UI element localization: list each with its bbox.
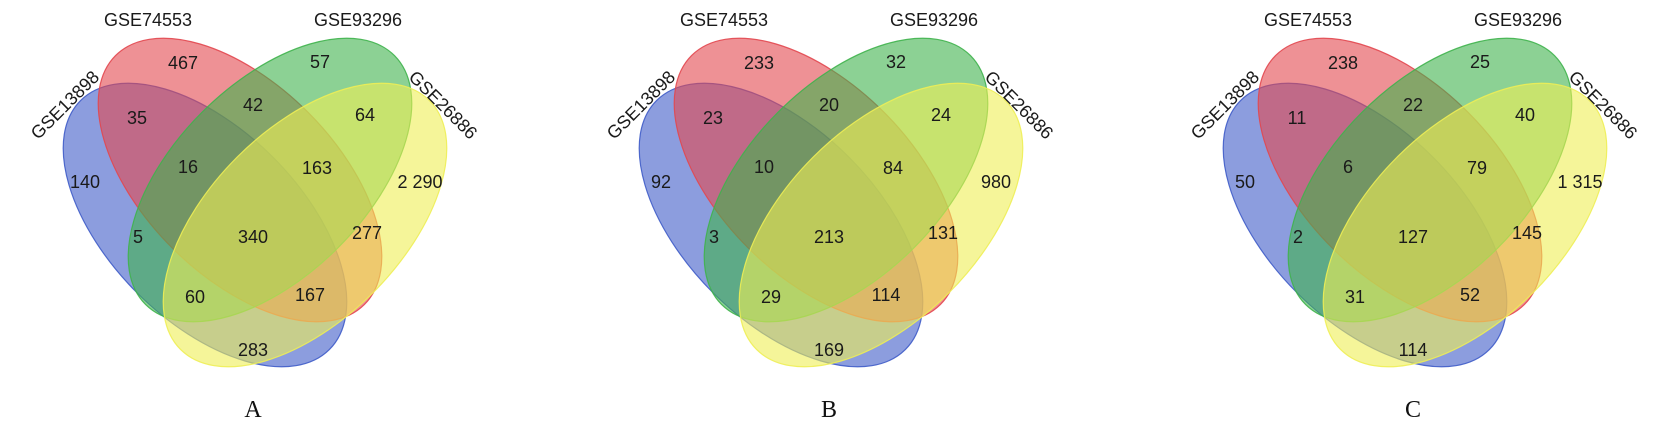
panel-letter: C	[1405, 397, 1421, 423]
region-count-gse13898-gse93296-gse26886: 29	[761, 287, 781, 307]
region-count-gse13898-gse74553: 23	[703, 108, 723, 128]
region-count-gse93296-gse26886: 64	[355, 105, 375, 125]
set-label-gse74553: GSE74553	[680, 10, 768, 30]
region-count-only-gse74553: 238	[1328, 53, 1358, 73]
region-count-gse74553-gse93296: 20	[819, 95, 839, 115]
region-count-only-gse13898: 140	[70, 172, 100, 192]
region-count-gse93296-gse26886: 24	[931, 105, 951, 125]
region-count-gse13898-gse26886: 283	[238, 340, 268, 360]
region-count-only-gse26886: 2 290	[397, 172, 442, 192]
region-count-gse13898-gse26886: 169	[814, 340, 844, 360]
region-count-gse13898-gse93296-gse26886: 31	[1345, 287, 1365, 307]
region-count-all-four: 340	[238, 227, 268, 247]
set-ellipse-gse26886	[1322, 82, 1608, 368]
region-count-gse13898-gse74553-gse26886: 167	[295, 285, 325, 305]
region-count-only-gse93296: 57	[310, 52, 330, 72]
region-count-gse13898-gse74553-gse93296: 16	[178, 157, 198, 177]
region-count-gse13898-gse74553: 35	[127, 108, 147, 128]
region-count-gse74553-gse93296: 42	[243, 95, 263, 115]
region-count-only-gse13898: 92	[651, 172, 671, 192]
region-count-gse13898-gse26886: 114	[1399, 340, 1428, 360]
set-label-gse74553: GSE74553	[1264, 10, 1352, 30]
set-label-gse93296: GSE93296	[890, 10, 978, 30]
region-count-all-four: 127	[1398, 227, 1428, 247]
set-label-gse74553: GSE74553	[104, 10, 192, 30]
region-count-gse93296-gse26886: 40	[1515, 105, 1535, 125]
set-ellipse-gse26886	[162, 82, 448, 368]
region-count-only-gse13898: 50	[1235, 172, 1255, 192]
region-count-gse13898-gse74553-gse93296: 6	[1343, 157, 1353, 177]
panel-letter: A	[244, 397, 262, 423]
region-count-gse13898-gse93296: 5	[133, 227, 143, 247]
region-count-gse74553-gse93296: 22	[1403, 95, 1423, 115]
set-label-gse93296: GSE93296	[314, 10, 402, 30]
region-count-gse13898-gse74553-gse26886: 114	[872, 285, 901, 305]
region-count-gse74553-gse26886: 145	[1512, 223, 1542, 243]
region-count-all-four: 213	[814, 227, 844, 247]
region-count-only-gse26886: 1 315	[1557, 172, 1602, 192]
set-ellipse-gse26886	[738, 82, 1024, 368]
region-count-gse74553-gse26886: 277	[352, 223, 382, 243]
region-count-gse13898-gse74553-gse26886: 52	[1460, 285, 1480, 305]
panel-letter: B	[821, 397, 837, 423]
region-count-only-gse26886: 980	[981, 172, 1011, 192]
region-count-gse74553-gse93296-gse26886: 84	[883, 158, 903, 178]
region-count-gse13898-gse74553-gse93296: 10	[754, 157, 774, 177]
region-count-gse13898-gse93296-gse26886: 60	[185, 287, 205, 307]
region-count-only-gse93296: 32	[886, 52, 906, 72]
region-count-gse74553-gse26886: 131	[928, 223, 958, 243]
region-count-only-gse74553: 233	[744, 53, 774, 73]
region-count-gse13898-gse93296: 2	[1293, 227, 1303, 247]
region-count-gse13898-gse74553: 11	[1288, 108, 1307, 128]
region-count-only-gse74553: 467	[168, 53, 198, 73]
region-count-only-gse93296: 25	[1470, 52, 1490, 72]
region-count-gse74553-gse93296-gse26886: 163	[302, 158, 332, 178]
region-count-gse74553-gse93296-gse26886: 79	[1467, 158, 1487, 178]
set-label-gse93296: GSE93296	[1474, 10, 1562, 30]
region-count-gse13898-gse93296: 3	[709, 227, 719, 247]
venn-panel-a: 467 57 35 42 64 140 16 163 2 290 5 340 277 60 167 283 G…	[27, 10, 481, 423]
